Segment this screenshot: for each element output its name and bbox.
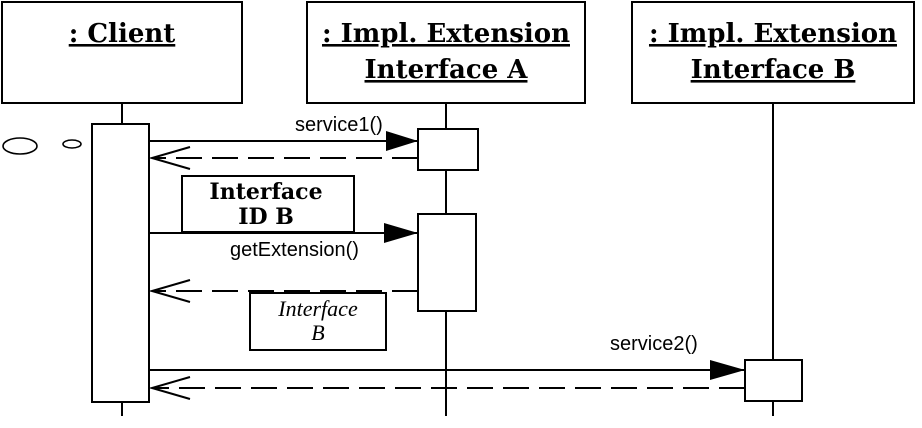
lifeline-client[interactable]: : Client [1, 1, 243, 104]
ext-b-title-line1: : Impl. Extension [649, 19, 897, 49]
small-ellipse-small [62, 139, 82, 149]
getextension-arrowhead [384, 223, 418, 243]
service1-arrowhead [386, 131, 418, 151]
interface-b-note [249, 292, 387, 351]
service2-label: service2() [610, 333, 698, 355]
ext-b-head-box [631, 1, 915, 104]
small-ellipse-large [2, 137, 38, 155]
interface-id-note-line2: ID B [238, 204, 294, 230]
interface-id-note-line1: Interface [209, 179, 322, 205]
client-activation [91, 123, 150, 403]
service1-label: service1() [295, 114, 383, 136]
service2-return-head [148, 376, 191, 400]
ext-a-title-line1: : Impl. Extension [322, 19, 570, 49]
client-title: : Client [69, 19, 176, 49]
getextension-return-head [148, 279, 191, 303]
lifeline-ext-a[interactable]: : Impl. Extension Interface A [306, 1, 586, 104]
ext-a-title-line2: Interface A [365, 55, 529, 85]
lifeline-ext-b[interactable]: : Impl. Extension Interface B [631, 1, 915, 104]
ext-b-title-line2: Interface B [691, 55, 856, 85]
interface-b-note-line1: Interface [277, 296, 358, 321]
ext-a-head-box [306, 1, 586, 104]
service2-arrowhead [710, 360, 745, 380]
getextension-label: getExtension() [230, 239, 359, 261]
interface-b-note-line2: B [311, 320, 324, 345]
service1-return-head [148, 146, 191, 170]
ext-b-activation [744, 359, 803, 402]
client-head-box [1, 1, 243, 104]
ext-a-activation-1 [417, 128, 479, 171]
ext-a-activation-2 [417, 213, 477, 312]
